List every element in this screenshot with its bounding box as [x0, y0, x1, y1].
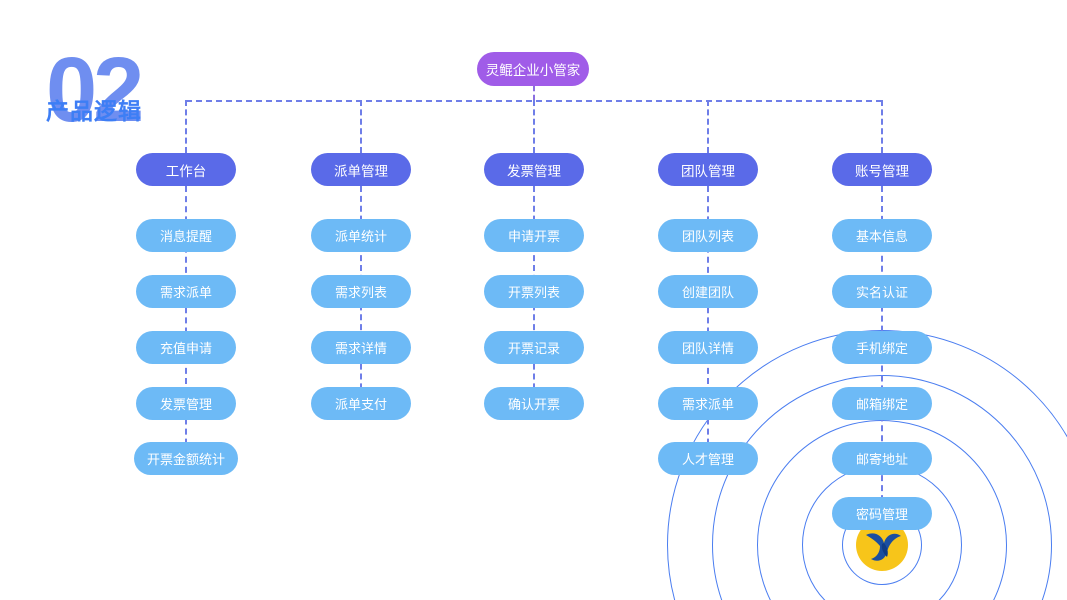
node-col5-item6[interactable]: 密码管理	[832, 497, 932, 530]
node-col2-item4[interactable]: 派单支付	[311, 387, 411, 420]
column-header-invoice[interactable]: 发票管理	[484, 153, 584, 186]
column-header-workbench[interactable]: 工作台	[136, 153, 236, 186]
node-label: 人才管理	[681, 452, 734, 467]
node-col1-item2[interactable]: 需求派单	[136, 275, 236, 308]
section-number: 02	[46, 39, 144, 141]
node-label: 开票记录	[507, 341, 560, 356]
connector-root-down	[533, 86, 535, 100]
bird-mark-icon	[866, 533, 901, 561]
column-header-label: 团队管理	[681, 163, 735, 179]
node-col5-item1[interactable]: 基本信息	[832, 219, 932, 252]
section-title: 产品逻辑	[46, 98, 142, 124]
section-label: 02 产品逻辑	[46, 44, 216, 142]
node-col3-item4[interactable]: 确认开票	[484, 387, 584, 420]
column-header-label: 账号管理	[855, 163, 909, 179]
node-col2-item1[interactable]: 派单统计	[311, 219, 411, 252]
node-label: 需求派单	[159, 285, 212, 300]
node-label: 派单统计	[334, 229, 387, 244]
node-label: 确认开票	[507, 397, 560, 412]
node-col3-item1[interactable]: 申请开票	[484, 219, 584, 252]
node-col2-item2[interactable]: 需求列表	[311, 275, 411, 308]
node-col1-item3[interactable]: 充值申请	[136, 331, 236, 364]
node-col4-item2[interactable]: 创建团队	[658, 275, 758, 308]
node-label: 消息提醒	[159, 229, 212, 244]
node-label: 申请开票	[507, 229, 560, 244]
column-header-label: 发票管理	[507, 163, 561, 179]
node-label: 发票管理	[159, 397, 212, 412]
node-label: 手机绑定	[855, 341, 908, 356]
node-col2-item3[interactable]: 需求详情	[311, 331, 411, 364]
node-col3-item2[interactable]: 开票列表	[484, 275, 584, 308]
node-label: 团队列表	[681, 229, 734, 244]
root-node-label: 灵鲲企业小管家	[485, 63, 581, 78]
root-node[interactable]: 灵鲲企业小管家	[477, 52, 589, 86]
node-label: 派单支付	[334, 397, 387, 412]
node-label: 需求列表	[334, 285, 387, 300]
node-label: 基本信息	[855, 229, 908, 244]
connector-bus-to-col-5	[881, 100, 883, 153]
node-col4-item1[interactable]: 团队列表	[658, 219, 758, 252]
column-header-label: 工作台	[165, 163, 207, 179]
node-col1-item4[interactable]: 发票管理	[136, 387, 236, 420]
node-col1-item1[interactable]: 消息提醒	[136, 219, 236, 252]
column-header-account[interactable]: 账号管理	[832, 153, 932, 186]
node-col4-item3[interactable]: 团队详情	[658, 331, 758, 364]
node-label: 团队详情	[681, 341, 734, 356]
node-label: 开票列表	[507, 285, 560, 300]
node-label: 创建团队	[681, 285, 734, 300]
column-header-team[interactable]: 团队管理	[658, 153, 758, 186]
node-label: 密码管理	[855, 507, 908, 522]
connector-bus-to-col-2	[360, 100, 362, 153]
node-label: 需求派单	[681, 397, 734, 412]
node-col5-item5[interactable]: 邮寄地址	[832, 442, 932, 475]
node-col5-item4[interactable]: 邮箱绑定	[832, 387, 932, 420]
node-label: 邮箱绑定	[855, 397, 908, 412]
connector-horizontal-bus	[186, 100, 882, 102]
node-label: 开票金额统计	[146, 452, 225, 467]
node-col4-item4[interactable]: 需求派单	[658, 387, 758, 420]
node-col3-item3[interactable]: 开票记录	[484, 331, 584, 364]
connector-bus-to-col-4	[707, 100, 709, 153]
node-label: 邮寄地址	[855, 452, 908, 467]
node-col1-item5[interactable]: 开票金额统计	[134, 442, 238, 475]
node-label: 实名认证	[855, 285, 908, 300]
connector-bus-to-col-3	[533, 100, 535, 153]
column-header-label: 派单管理	[334, 163, 388, 179]
node-col4-item5[interactable]: 人才管理	[658, 442, 758, 475]
node-col5-item3[interactable]: 手机绑定	[832, 331, 932, 364]
node-label: 需求详情	[334, 341, 387, 356]
column-header-dispatch[interactable]: 派单管理	[311, 153, 411, 186]
node-col5-item2[interactable]: 实名认证	[832, 275, 932, 308]
node-label: 充值申请	[159, 341, 212, 356]
